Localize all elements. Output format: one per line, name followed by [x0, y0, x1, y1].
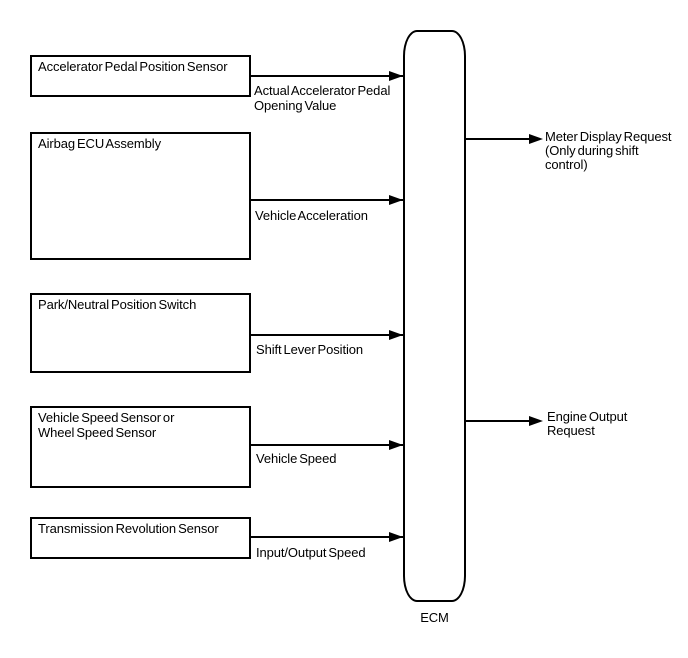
- source-box-vehicle-speed-sensor: Vehicle Speed Sensor or Wheel Speed Sens…: [30, 406, 251, 488]
- input-signal-label: Actual Accelerator Pedal Opening Value: [254, 83, 391, 113]
- output-signal-label: Engine Output Request: [547, 409, 628, 438]
- arrowhead-icon: [389, 195, 403, 205]
- source-box-park-neutral-position-switch: Park/Neutral Position Switch: [30, 293, 251, 373]
- output-arrow-line: [465, 138, 529, 140]
- source-box-airbag-ecu-assembly: Airbag ECU Assembly: [30, 132, 251, 260]
- input-arrow-line: [251, 199, 403, 201]
- source-box-label: Park/Neutral Position Switch: [38, 297, 197, 312]
- input-arrow-line: [251, 536, 403, 538]
- input-arrow-line: [251, 75, 403, 77]
- source-box-label: Airbag ECU Assembly: [38, 136, 161, 151]
- arrowhead-icon: [529, 134, 543, 144]
- ecm-label: ECM: [420, 610, 449, 625]
- source-box-accelerator-pedal-position-sensor: Accelerator Pedal Position Sensor: [30, 55, 251, 97]
- source-box-transmission-revolution-sensor: Transmission Revolution Sensor: [30, 517, 251, 559]
- arrowhead-icon: [389, 440, 403, 450]
- source-box-label: Transmission Revolution Sensor: [38, 521, 219, 536]
- arrowhead-icon: [529, 416, 543, 426]
- input-signal-label: Input/Output Speed: [256, 545, 366, 560]
- input-signal-label: Vehicle Speed: [256, 451, 337, 466]
- input-signal-label: Shift Lever Position: [256, 342, 364, 357]
- source-box-label: Accelerator Pedal Position Sensor: [38, 59, 228, 74]
- arrowhead-icon: [389, 330, 403, 340]
- ecm-node: [403, 30, 466, 602]
- input-signal-label: Vehicle Acceleration: [255, 208, 368, 223]
- input-arrow-line: [251, 334, 403, 336]
- input-arrow-line: [251, 444, 403, 446]
- output-arrow-line: [465, 420, 529, 422]
- arrowhead-icon: [389, 532, 403, 542]
- source-box-label: Vehicle Speed Sensor or Wheel Speed Sens…: [38, 410, 175, 440]
- arrowhead-icon: [389, 71, 403, 81]
- output-signal-label: Meter Display Request (Only during shift…: [545, 129, 672, 172]
